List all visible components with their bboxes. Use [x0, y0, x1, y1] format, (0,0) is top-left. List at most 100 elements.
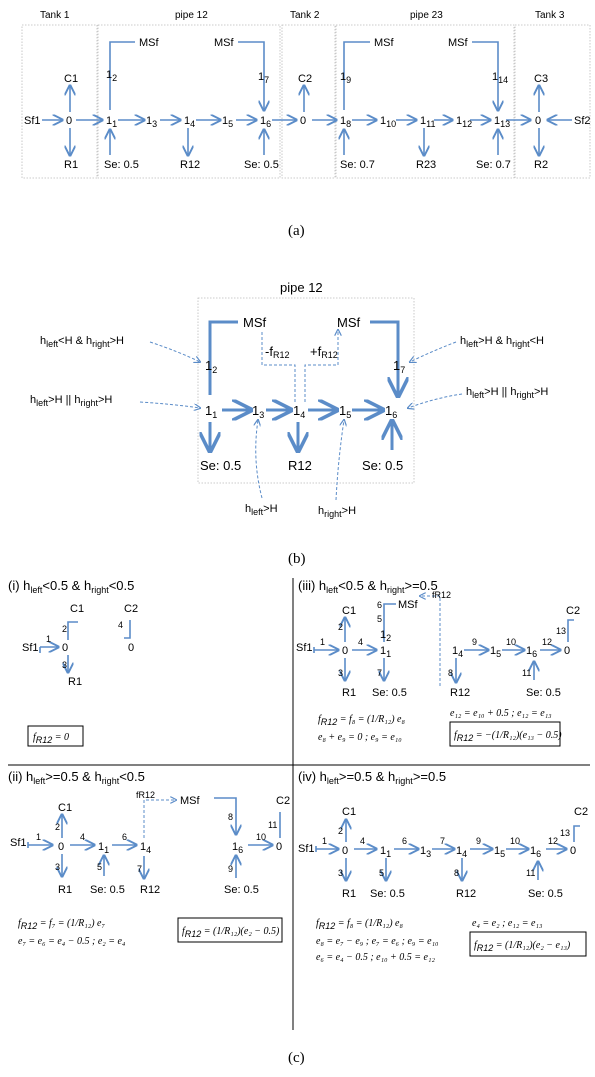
junction-1-3: 13	[146, 115, 157, 129]
flow-plus-text: +f	[310, 344, 322, 359]
cond-top-right: hleft>H & hright<H	[460, 335, 544, 349]
flow-minus-text: -f	[265, 344, 273, 359]
iv-14: 14	[456, 845, 467, 859]
eq-i: fR12 = 0	[33, 732, 69, 745]
r1-a: R1	[64, 159, 78, 171]
eq-box-ii	[177, 917, 283, 943]
c6c: >H	[342, 505, 356, 517]
junction-1-10: 110	[380, 115, 396, 129]
i-r1: R1	[68, 676, 82, 688]
iii-c1: C1	[342, 605, 356, 617]
ii-9: 9	[228, 864, 233, 874]
flow-plus-sub: R12	[321, 350, 338, 360]
title-tank3: Tank 3	[535, 10, 565, 21]
diagram-ii: Sf1 1 0 C1 2 3 R1 4 11 5 Se: 0.5 6 14 fR…	[10, 790, 290, 947]
c3c: >H & h	[478, 335, 512, 347]
c6a: h	[318, 505, 324, 517]
iv-c1: C1	[342, 806, 356, 818]
msf2-a: MSf	[214, 37, 235, 49]
c4a: h	[466, 386, 472, 398]
iii-11b: 11	[522, 668, 531, 678]
cond-bottom-left: hleft>H	[245, 503, 278, 517]
se3-a: Se: 0.7	[340, 159, 375, 171]
ii-7: 7	[137, 864, 142, 874]
title-pipe12: pipe 12	[175, 10, 208, 21]
part-b: pipe 12 MSf 12 MSf 17 11 13 14 15 16 Se:…	[30, 280, 548, 567]
ii-5: 5	[97, 862, 102, 872]
ii-16: 16	[232, 841, 243, 855]
iv-8: 8	[454, 868, 459, 878]
ii-6: 6	[122, 832, 127, 842]
quadrant-iii-title: (iii) hleft<0.5 & hright>=0.5	[298, 578, 438, 595]
c1b: left	[46, 339, 59, 349]
q4b: left	[327, 776, 340, 786]
i-0a: 0	[62, 642, 68, 654]
iv-eq1: fR12 = f₈ = (1/R₁₂) e₈	[316, 918, 403, 931]
r12-a: R12	[180, 159, 200, 171]
q1a: (i) h	[8, 578, 30, 593]
iv-13: 13	[420, 845, 431, 859]
part-a: Tank 1 pipe 12 Tank 2 pipe 23 Tank 3 Sf1…	[21, 10, 591, 239]
q3b: left	[326, 585, 339, 595]
iv-se: Se: 0.5	[370, 888, 405, 900]
iii-eq2: e₈ + e₉ = 0 ; e₉ = e₁₀	[318, 732, 402, 743]
i-c2: C2	[124, 603, 138, 615]
iv-1: 1	[322, 836, 327, 846]
iii-11: 11	[380, 645, 391, 659]
i-1: 1	[46, 634, 51, 644]
q1e: <0.5	[109, 578, 135, 593]
tank1-box	[21, 24, 98, 179]
ii-0b: 0	[276, 841, 282, 853]
ii-box-eq: fR12 = (1/R₁₂)(e₂ − 0.5)	[182, 926, 280, 939]
caption-b: (b)	[288, 551, 306, 567]
title-pipe23: pipe 23	[410, 10, 443, 21]
ii-r1: R1	[58, 884, 72, 896]
iii-r1: R1	[342, 687, 356, 699]
q4a: (iv) h	[298, 769, 327, 784]
b-junction-1-1: 11	[205, 403, 217, 420]
iii-1: 1	[320, 637, 325, 647]
c1e: >H	[110, 335, 124, 347]
q2c: >=0.5 & h	[45, 769, 101, 784]
q3a: (iii) h	[298, 578, 326, 593]
msf3-a: MSf	[374, 37, 395, 49]
se-right-b: Se: 0.5	[362, 458, 403, 473]
iii-12b: 12	[542, 637, 552, 647]
q3c: <0.5 & h	[338, 578, 387, 593]
msf-right-b: MSf	[337, 315, 361, 330]
q4e: >=0.5	[413, 769, 446, 784]
iii-msf: MSf	[398, 599, 419, 611]
iv-0b: 0	[570, 845, 576, 857]
b-junction-1-3: 13	[252, 403, 264, 420]
r23-a: R23	[416, 159, 436, 171]
c2d: right	[80, 398, 98, 408]
ii-14: 14	[140, 841, 151, 855]
iv-box-eq: fR12 = (1/R₁₂)(e₂ − e₁₃)	[474, 940, 571, 953]
iii-r12: R12	[450, 687, 470, 699]
c4c: >H || h	[484, 386, 516, 398]
iii-se: Se: 0.5	[372, 687, 407, 699]
c3d: right	[512, 339, 530, 349]
c2-a: C2	[298, 73, 312, 85]
iii-6: 6	[377, 600, 382, 610]
ii-se2: Se: 0.5	[224, 884, 259, 896]
diagram-iii: Sf1 1 0 C1 2 3 R1 4 11 5 12 6 MSf fR12 7…	[296, 590, 580, 747]
eqi-sub: R12	[36, 735, 53, 745]
title-pipe12-b: pipe 12	[280, 280, 323, 295]
iii-c2: C2	[566, 605, 580, 617]
i-3: 3	[62, 660, 67, 670]
iii-10: 10	[506, 637, 516, 647]
c3e: <H	[530, 335, 544, 347]
c3a: h	[460, 335, 466, 347]
iv-box-val: (e₂ − e₁₃)	[533, 940, 571, 951]
iv-3: 3	[338, 868, 343, 878]
quadrant-iv-title: (iv) hleft>=0.5 & hright>=0.5	[298, 769, 446, 786]
c5b: left	[251, 507, 264, 517]
b-junction-1-2: 12	[205, 358, 217, 375]
junction-1-4: 14	[184, 115, 195, 129]
iv-12b: 12	[548, 836, 558, 846]
pipe23-box	[335, 24, 515, 179]
cond-mid-left: hleft>H || hright>H	[30, 394, 112, 408]
q4d: right	[395, 776, 413, 786]
junction0-a1: 0	[66, 115, 72, 127]
